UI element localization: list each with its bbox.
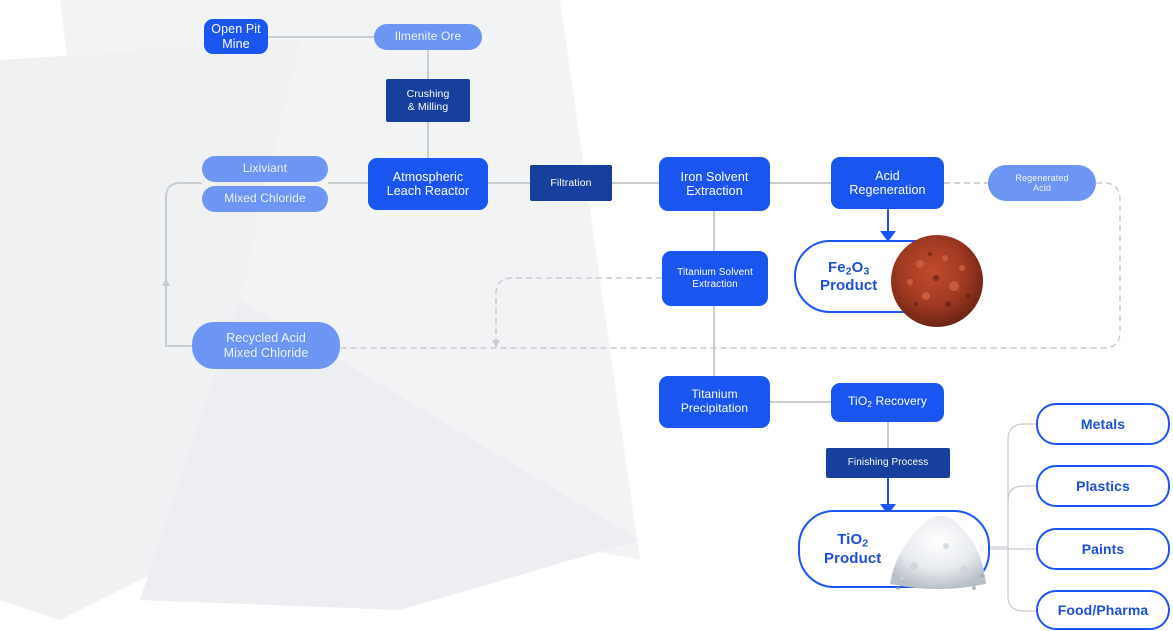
end-use-paints-label: Paints: [1081, 540, 1125, 557]
node-regenerated-acid-line1: Regenerated: [1015, 172, 1069, 183]
node-mixed-chloride: Mixed Chloride: [202, 186, 328, 212]
node-acid-regeneration-line1: Acid: [875, 168, 900, 183]
node-titanium-precipitation-line2: Precipitation: [680, 401, 749, 415]
node-tio2-recovery-label: TiO2 Recovery: [848, 394, 927, 410]
node-lixiviant-label: Lixiviant: [242, 161, 288, 176]
node-atmospheric-leach-line1: Atmospheric: [392, 169, 464, 184]
node-filtration-label: Filtration: [550, 176, 592, 189]
connector-recycle-lixiviant: [165, 182, 202, 347]
node-iron-solvent-extraction: Iron Solvent Extraction: [659, 157, 770, 211]
node-atmospheric-leach-reactor: Atmospheric Leach Reactor: [368, 158, 488, 210]
node-regenerated-acid-line2: Acid: [1033, 183, 1051, 193]
node-fe2o3-product-label: Fe2O3 Product: [820, 258, 878, 295]
arrowhead-down-recycle: [492, 340, 500, 348]
node-regenerated-acid: Regenerated Acid: [988, 165, 1096, 201]
connector-branch-food: [1007, 547, 1036, 612]
node-recycled-acid-mixed-chloride: Recycled Acid Mixed Chloride: [192, 322, 340, 369]
end-use-food-pharma-label: Food/Pharma: [1057, 601, 1149, 618]
node-recycled-acid-line2: Mixed Chloride: [223, 345, 309, 360]
node-tio2-recovery: TiO2 Recovery: [831, 383, 944, 422]
node-iron-solvent-line2: Extraction: [686, 184, 743, 198]
end-use-metals-label: Metals: [1080, 415, 1126, 432]
node-tio2-product-label: TiO2 Product: [824, 531, 882, 567]
end-use-plastics: Plastics: [1036, 465, 1170, 507]
node-titanium-precipitation: Titanium Precipitation: [659, 376, 770, 428]
node-filtration: Filtration: [530, 165, 612, 201]
node-iron-solvent-line1: Iron Solvent: [680, 169, 749, 184]
white-titanium-dioxide-powder-icon: [890, 515, 986, 590]
node-titanium-precipitation-line1: Titanium: [691, 387, 738, 402]
node-open-pit-mine: Open Pit Mine: [204, 19, 268, 54]
node-recycled-acid-line1: Recycled Acid: [226, 331, 306, 346]
connector-branch-plastics: [1007, 485, 1036, 501]
node-acid-regeneration-line2: Regeneration: [849, 183, 926, 197]
end-use-food-pharma: Food/Pharma: [1036, 590, 1170, 630]
arrowhead-up-left-loop: [162, 278, 170, 286]
red-iron-oxide-powder-icon: [891, 235, 983, 327]
node-ilmenite-ore: Ilmenite Ore: [374, 24, 482, 50]
node-finishing-process: Finishing Process: [826, 448, 950, 478]
node-mixed-chloride-label: Mixed Chloride: [224, 191, 306, 206]
node-crushing-milling-line2: & Milling: [407, 100, 449, 113]
node-titanium-solvent-extraction: Titanium Solvent Extraction: [662, 251, 768, 306]
node-ilmenite-ore-label: Ilmenite Ore: [394, 29, 462, 44]
connector-branch-metals: [990, 423, 1036, 548]
node-titanium-solvent-line1: Titanium Solvent: [677, 267, 753, 278]
node-titanium-solvent-line2: Extraction: [692, 278, 738, 290]
end-use-metals: Metals: [1036, 403, 1170, 445]
connector-titanium-recycle: [495, 277, 662, 348]
node-atmospheric-leach-line2: Leach Reactor: [386, 184, 470, 198]
node-lixiviant: Lixiviant: [202, 156, 328, 182]
node-crushing-milling-line1: Crushing: [406, 88, 450, 101]
node-open-pit-mine-label: Open Pit Mine: [211, 22, 261, 51]
end-use-plastics-label: Plastics: [1076, 477, 1130, 494]
node-crushing-milling: Crushing & Milling: [386, 79, 470, 122]
end-use-paints: Paints: [1036, 528, 1170, 570]
node-acid-regeneration: Acid Regeneration: [831, 157, 944, 209]
node-finishing-process-label: Finishing Process: [847, 457, 929, 469]
